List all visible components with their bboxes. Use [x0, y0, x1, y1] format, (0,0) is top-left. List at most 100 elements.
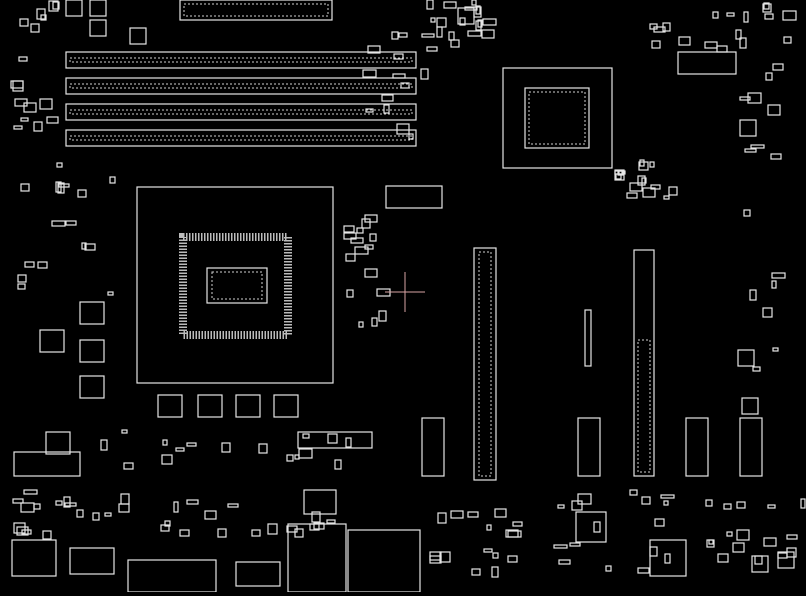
smd-component[interactable]	[109, 176, 116, 184]
smd-component[interactable]	[302, 433, 310, 439]
smd-component[interactable]	[57, 182, 65, 194]
smd-component[interactable]	[311, 511, 321, 523]
smd-component[interactable]	[426, 46, 438, 52]
ic-chip[interactable]	[303, 489, 337, 515]
smd-component[interactable]	[39, 98, 53, 110]
smd-component[interactable]	[358, 321, 364, 328]
smd-component[interactable]	[649, 546, 658, 557]
smd-component[interactable]	[56, 162, 63, 168]
inductor[interactable]	[79, 301, 105, 325]
smd-component[interactable]	[251, 529, 261, 537]
smd-component[interactable]	[767, 104, 781, 116]
smd-component[interactable]	[475, 5, 481, 15]
smd-component[interactable]	[81, 242, 87, 250]
smd-component[interactable]	[629, 489, 638, 496]
pcie-x16-slot-1[interactable]	[473, 247, 497, 481]
bios-chip[interactable]	[677, 51, 737, 75]
smd-component[interactable]	[739, 96, 751, 101]
smd-component[interactable]	[286, 525, 298, 533]
smd-component[interactable]	[14, 98, 28, 107]
smd-component[interactable]	[30, 23, 40, 33]
smd-component[interactable]	[439, 551, 451, 563]
smd-component[interactable]	[120, 493, 130, 505]
smd-component[interactable]	[221, 442, 231, 453]
smd-component[interactable]	[754, 555, 763, 565]
smd-component[interactable]	[161, 454, 173, 465]
inductor[interactable]	[79, 339, 105, 363]
smd-component[interactable]	[367, 45, 381, 54]
smd-component[interactable]	[482, 18, 497, 26]
smd-component[interactable]	[512, 521, 523, 527]
smd-component[interactable]	[752, 366, 761, 372]
chipset[interactable]	[502, 67, 613, 169]
smd-component[interactable]	[705, 499, 713, 507]
atx-power-connector[interactable]	[179, 0, 333, 21]
smd-component[interactable]	[10, 80, 24, 89]
smd-component[interactable]	[507, 530, 522, 538]
smd-component[interactable]	[629, 182, 643, 192]
smd-component[interactable]	[475, 20, 482, 31]
smd-component[interactable]	[20, 502, 35, 513]
capacitor[interactable]	[89, 0, 107, 17]
smd-component[interactable]	[164, 520, 171, 527]
front-panel-header[interactable]	[13, 451, 81, 477]
smd-component[interactable]	[569, 542, 581, 547]
smd-component[interactable]	[467, 30, 482, 37]
smd-component[interactable]	[12, 498, 24, 504]
smd-component[interactable]	[162, 439, 168, 446]
smd-component[interactable]	[443, 1, 457, 9]
smd-component[interactable]	[429, 555, 442, 564]
smd-component[interactable]	[294, 528, 304, 538]
smd-component[interactable]	[65, 220, 77, 226]
smd-component[interactable]	[650, 184, 661, 190]
smd-component[interactable]	[345, 253, 356, 262]
smd-component[interactable]	[408, 133, 414, 140]
smd-component[interactable]	[392, 73, 406, 79]
smd-component[interactable]	[663, 500, 669, 506]
smd-component[interactable]	[732, 542, 745, 553]
smd-component[interactable]	[747, 92, 762, 104]
smd-component[interactable]	[662, 22, 671, 32]
smd-component[interactable]	[637, 567, 650, 574]
inductor[interactable]	[197, 394, 223, 418]
smd-component[interactable]	[37, 261, 48, 269]
smd-component[interactable]	[186, 499, 199, 505]
smd-component[interactable]	[763, 537, 777, 547]
usb-connector[interactable]	[287, 523, 347, 593]
sata-header-4[interactable]	[739, 417, 763, 477]
capacitor[interactable]	[129, 27, 147, 45]
smd-component[interactable]	[346, 289, 354, 298]
smd-component[interactable]	[393, 53, 404, 60]
smd-component[interactable]	[763, 2, 770, 10]
smd-component[interactable]	[17, 283, 26, 290]
smd-component[interactable]	[767, 504, 776, 509]
smd-component[interactable]	[48, 0, 59, 12]
smd-component[interactable]	[369, 233, 377, 242]
smd-component[interactable]	[396, 123, 410, 135]
smd-component[interactable]	[649, 161, 655, 168]
inductor[interactable]	[157, 394, 183, 418]
smd-component[interactable]	[204, 510, 217, 520]
smd-component[interactable]	[614, 169, 625, 181]
smd-component[interactable]	[356, 227, 364, 234]
smd-component[interactable]	[327, 433, 338, 444]
header-4[interactable]	[235, 561, 281, 587]
smd-component[interactable]	[365, 108, 374, 113]
smd-component[interactable]	[33, 503, 41, 510]
smd-component[interactable]	[464, 6, 478, 11]
capacitor[interactable]	[741, 397, 759, 415]
smd-component[interactable]	[121, 429, 128, 434]
inductor[interactable]	[273, 394, 299, 418]
smd-component[interactable]	[641, 496, 651, 505]
capacitor[interactable]	[65, 0, 83, 17]
smd-component[interactable]	[762, 307, 773, 318]
smd-component[interactable]	[704, 41, 718, 49]
smd-component[interactable]	[42, 530, 52, 540]
capacitor[interactable]	[737, 349, 755, 367]
smd-component[interactable]	[361, 218, 371, 229]
sata-header-2[interactable]	[577, 417, 601, 477]
smd-component[interactable]	[33, 121, 43, 132]
smd-component[interactable]	[334, 459, 342, 470]
smd-component[interactable]	[17, 274, 27, 283]
